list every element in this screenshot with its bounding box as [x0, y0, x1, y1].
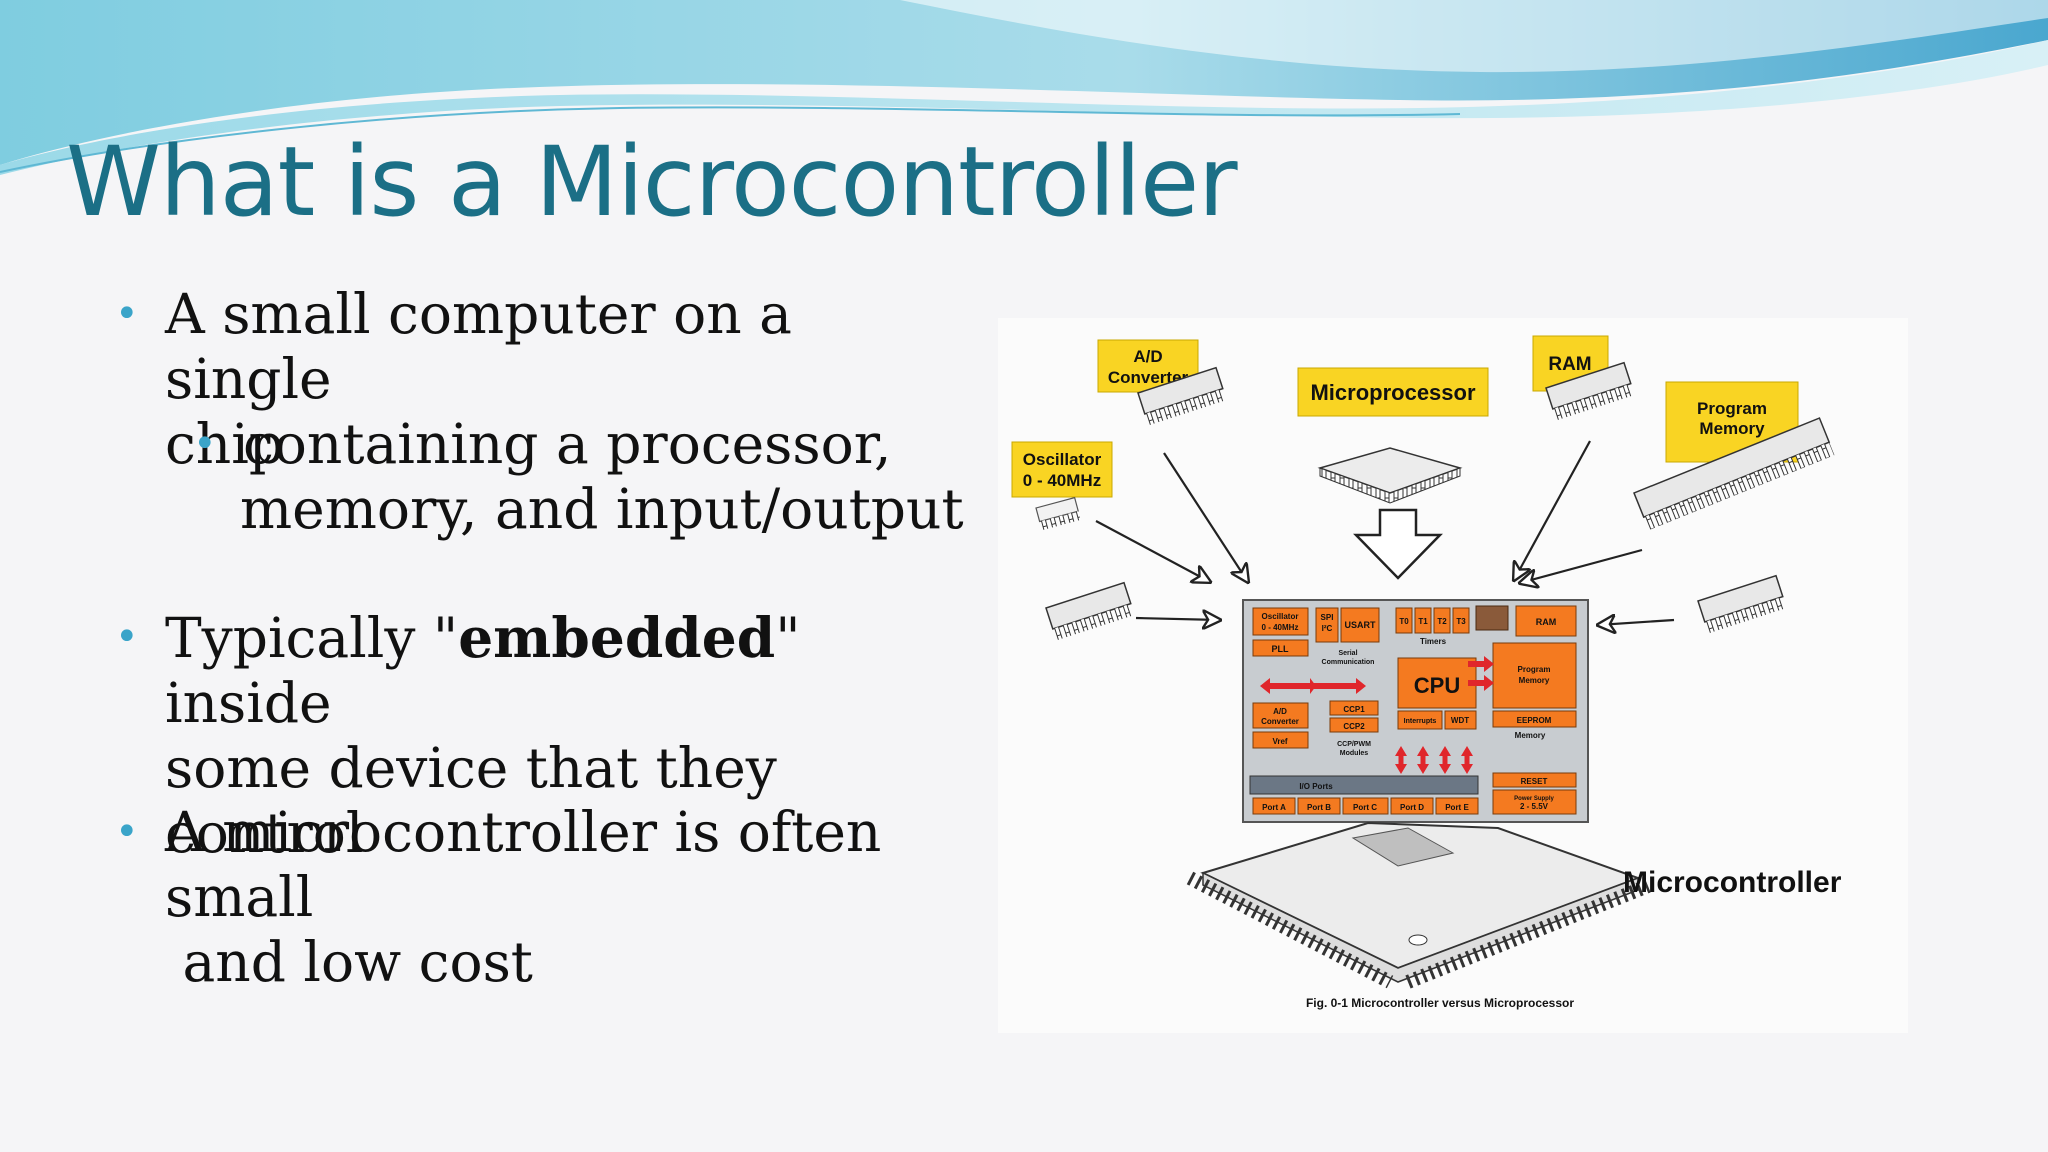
label-oscillator: Oscillator 0 - 40MHz	[1011, 441, 1113, 498]
svg-text:Communication: Communication	[1322, 659, 1375, 666]
svg-text:Program: Program	[1518, 665, 1551, 674]
bullet-text: chip	[165, 412, 285, 476]
right-chip-icon	[1697, 574, 1787, 634]
bullet-text: and low cost	[165, 930, 533, 994]
svg-text:SPI: SPI	[1321, 613, 1334, 622]
microcontroller-diagram: A/D Converter Microprocessor RAM Program…	[1011, 335, 1842, 1010]
svg-text:Interrupts: Interrupts	[1404, 718, 1437, 725]
svg-text:Port D: Port D	[1400, 803, 1424, 812]
svg-text:Port E: Port E	[1445, 803, 1469, 812]
microcontroller-block-diagram: Oscillator 0 - 40MHz PLL SPI I²C USART S…	[1242, 599, 1589, 823]
svg-text:2 - 5.5V: 2 - 5.5V	[1520, 802, 1549, 811]
bullet-text: " inside	[165, 606, 801, 735]
bullet-text: Typically "	[165, 606, 459, 670]
svg-text:T3: T3	[1456, 617, 1466, 626]
svg-text:Port B: Port B	[1307, 803, 1331, 812]
svg-text:PLL: PLL	[1272, 644, 1290, 654]
svg-text:Vref: Vref	[1272, 737, 1287, 746]
bullet-dot-icon: •	[193, 421, 217, 467]
svg-text:Memory: Memory	[1699, 419, 1765, 438]
svg-text:Memory: Memory	[1519, 676, 1550, 685]
slide-title: What is a Microcontroller	[66, 126, 1238, 238]
svg-text:T2: T2	[1437, 617, 1447, 626]
svg-text:Microprocessor: Microprocessor	[1310, 380, 1475, 405]
svg-text:Converter: Converter	[1108, 368, 1189, 387]
bullet-text: A small computer on a single	[165, 282, 792, 411]
svg-text:Program: Program	[1697, 399, 1767, 418]
svg-text:Converter: Converter	[1261, 717, 1299, 726]
microprocessor-chip-icon	[1317, 447, 1463, 504]
svg-text:A/D: A/D	[1133, 347, 1162, 366]
svg-text:Timers: Timers	[1420, 637, 1447, 646]
bullet-text: A microcontroller is often	[165, 800, 882, 864]
label-microprocessor: Microprocessor	[1297, 367, 1489, 417]
svg-text:RAM: RAM	[1548, 354, 1591, 375]
microcontroller-chip-icon	[1186, 821, 1651, 989]
bullet-emphasis: embedded	[458, 605, 776, 670]
left-chip-icon	[1045, 581, 1135, 641]
svg-text:CCP1: CCP1	[1343, 705, 1365, 714]
svg-text:USART: USART	[1345, 620, 1377, 630]
bullet-dot-icon: •	[115, 809, 139, 855]
svg-text:CCP/PWM: CCP/PWM	[1337, 741, 1371, 748]
svg-text:Modules: Modules	[1340, 750, 1368, 757]
svg-text:CCP2: CCP2	[1343, 722, 1365, 731]
bullet-text: some device that they control	[165, 736, 777, 865]
bullet-text: containing a processor,	[243, 412, 892, 476]
oscillator-chip-icon	[1035, 496, 1081, 531]
svg-text:Serial: Serial	[1338, 650, 1357, 657]
svg-text:Oscillator: Oscillator	[1262, 612, 1299, 621]
svg-text:EEPROM: EEPROM	[1517, 716, 1552, 725]
program-memory-chip-icon	[1633, 417, 1835, 531]
svg-text:Port C: Port C	[1353, 803, 1377, 812]
svg-text:T0: T0	[1399, 617, 1409, 626]
figure-caption: Fig. 0-1 Microcontroller versus Micropro…	[1306, 996, 1574, 1010]
svg-text:I²C: I²C	[1322, 624, 1333, 633]
bullet-dot-icon: •	[115, 614, 139, 660]
svg-text:Memory: Memory	[1515, 731, 1546, 740]
bullet-text: memory, and input/output	[240, 477, 964, 541]
svg-text:A/D: A/D	[1273, 707, 1287, 716]
svg-text:Power Supply: Power Supply	[1514, 796, 1554, 802]
microcontroller-label: Microcontroller	[1623, 866, 1842, 899]
svg-text:Port A: Port A	[1262, 803, 1286, 812]
svg-text:0 - 40MHz: 0 - 40MHz	[1023, 471, 1101, 490]
svg-text:RESET: RESET	[1521, 777, 1548, 786]
arrows	[1095, 440, 1675, 625]
decorative-wave-banner	[0, 0, 2048, 175]
ad-chip-icon	[1137, 366, 1227, 426]
ram-chip-icon	[1545, 361, 1635, 421]
svg-text:0 - 40MHz: 0 - 40MHz	[1262, 623, 1299, 632]
svg-text:RAM: RAM	[1536, 617, 1557, 627]
svg-text:T1: T1	[1418, 617, 1428, 626]
svg-text:I/O Ports: I/O Ports	[1299, 782, 1333, 791]
bullet-text: small	[165, 865, 314, 929]
microcontroller-figure: A/D Converter Microprocessor RAM Program…	[998, 318, 1908, 1033]
svg-text:WDT: WDT	[1451, 716, 1469, 725]
svg-text:CPU: CPU	[1414, 673, 1460, 698]
bullet-dot-icon: •	[115, 291, 139, 337]
svg-text:Oscillator: Oscillator	[1023, 450, 1102, 469]
